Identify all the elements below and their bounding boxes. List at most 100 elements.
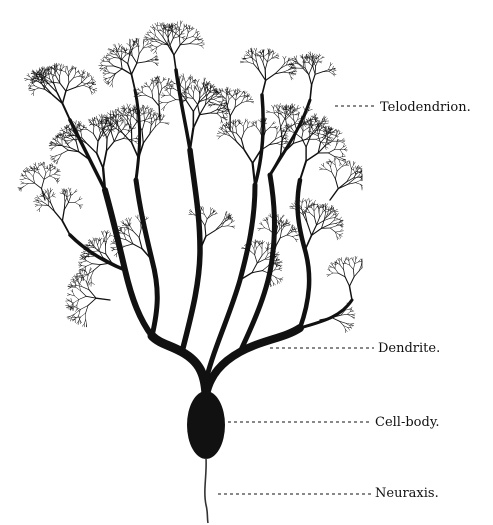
branch-segment: [103, 71, 106, 72]
branch-segment: [78, 277, 79, 280]
branch-segment: [82, 254, 85, 255]
branch-segment: [65, 189, 66, 192]
branch-segment: [121, 119, 125, 120]
branch-segment: [97, 153, 103, 168]
branch-segment: [292, 236, 296, 237]
branch-segment: [339, 234, 343, 235]
branch-segment: [87, 84, 90, 87]
branch-segment: [52, 196, 55, 197]
branch-segment: [100, 63, 102, 66]
branch-segment: [31, 93, 33, 95]
branch-segment: [67, 195, 70, 197]
branch-segment: [355, 256, 356, 259]
branch-segment: [222, 226, 228, 227]
branch-segment: [189, 40, 195, 44]
branch-segment: [50, 174, 55, 176]
branch-segment: [187, 37, 193, 39]
branch-segment: [121, 60, 122, 69]
branch-segment: [162, 44, 170, 45]
branch-segment: [267, 111, 270, 112]
branch-segment: [76, 309, 78, 312]
branch-segment: [329, 265, 331, 267]
branch-segment: [261, 54, 262, 58]
branch-segment: [225, 117, 228, 118]
branch-segment: [110, 243, 114, 244]
branch-segment: [88, 130, 94, 134]
branch-segment: [293, 64, 296, 65]
branch-segment: [339, 157, 343, 158]
branch-segment: [201, 46, 204, 49]
branch-segment: [350, 307, 353, 309]
branch-segment: [103, 151, 106, 168]
branch-segment: [137, 54, 139, 63]
branch-segment: [218, 136, 221, 139]
branch-segment: [232, 226, 235, 228]
branch-segment: [194, 88, 195, 92]
branch-segment: [130, 140, 135, 142]
branch-segment: [155, 23, 157, 26]
branch-segment: [331, 162, 335, 165]
branch-segment: [240, 62, 243, 63]
branch-segment: [205, 226, 206, 237]
branch-segment: [222, 121, 223, 124]
branch-segment: [130, 218, 132, 221]
branch-segment: [130, 138, 136, 139]
branch-segment: [165, 95, 170, 96]
branch-segment: [292, 237, 295, 240]
branch-segment: [306, 153, 318, 161]
branch-segment: [148, 47, 151, 48]
branch-segment: [193, 98, 197, 104]
branch-segment: [281, 65, 286, 68]
branch-segment: [218, 131, 221, 133]
branch-segment: [329, 273, 332, 275]
branch-segment: [327, 275, 329, 277]
branch-segment: [122, 51, 125, 54]
branch-segment: [332, 137, 335, 141]
branch-segment: [114, 66, 122, 69]
branch-segment: [303, 209, 305, 211]
branch-segment: [121, 238, 127, 240]
branch-segment: [186, 79, 189, 83]
branch-segment: [25, 79, 28, 80]
branch-segment: [272, 105, 274, 108]
branch-segment: [153, 98, 159, 106]
branch-segment: [214, 99, 218, 101]
branch-segment: [76, 67, 77, 70]
branch-segment: [22, 178, 25, 179]
branch-segment: [89, 277, 91, 282]
branch-segment: [84, 319, 85, 323]
branch-segment: [107, 53, 110, 55]
branch-segment: [157, 44, 162, 47]
branch-segment: [139, 229, 141, 238]
branch-segment: [40, 205, 43, 209]
branch-segment: [356, 173, 360, 174]
branch-segment: [150, 41, 153, 42]
branch-segment: [97, 142, 98, 154]
branch-segment: [335, 158, 336, 161]
branch-segment: [36, 165, 38, 169]
branch-segment: [259, 71, 265, 81]
branch-segment: [217, 113, 221, 117]
branch-segment: [81, 291, 87, 297]
branch-segment: [128, 104, 130, 108]
branch-segment: [261, 228, 265, 229]
branch-segment: [69, 188, 70, 192]
branch-segment: [75, 276, 78, 277]
branch-segment: [189, 214, 192, 215]
branch-segment: [180, 85, 186, 90]
branch-segment: [360, 166, 362, 168]
branch-segment: [319, 167, 322, 169]
branch-segment: [69, 78, 74, 83]
branch-segment: [281, 227, 284, 231]
branch-segment: [201, 45, 204, 46]
branch-segment: [330, 228, 335, 232]
branch-segment: [149, 122, 153, 123]
branch-segment: [151, 120, 155, 125]
branch-segment: [153, 46, 157, 47]
branch-segment: [255, 255, 258, 263]
branch-segment: [279, 118, 281, 127]
branch-segment: [132, 122, 137, 130]
branch-segment: [335, 145, 337, 149]
branch-segment: [263, 62, 265, 69]
